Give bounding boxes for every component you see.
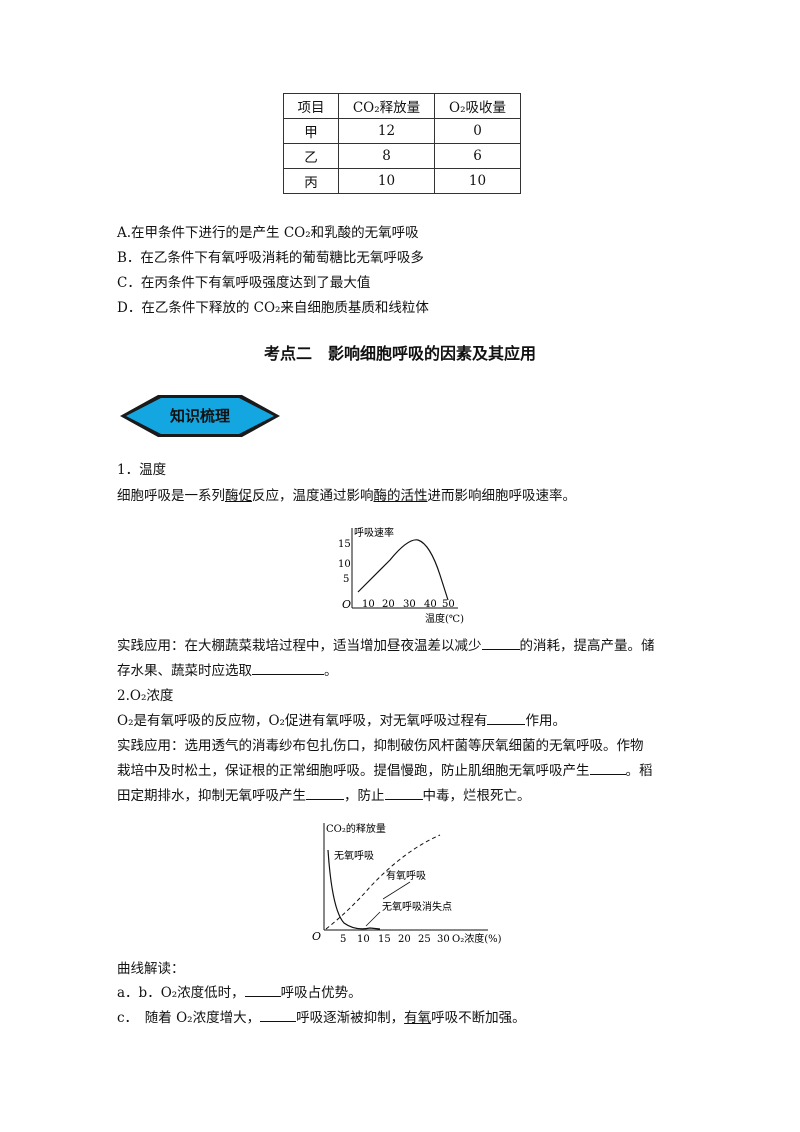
aerobic-curve (325, 834, 441, 930)
table-cell: 乙 (283, 143, 339, 169)
option-a: A.在甲条件下进行的是产生 CO₂和乳酸的无氧呼吸 (117, 225, 419, 241)
curve-label-anaerobic: 无氧呼吸 (334, 849, 374, 862)
o2-heading: 2.O₂浓度 (117, 688, 174, 704)
x-tick-label: 5 (340, 934, 346, 945)
underlined-term: 酶的活性 (373, 488, 428, 504)
answer-blank (384, 787, 423, 800)
x-axis-label: 温度(℃) (425, 612, 464, 625)
table-cell: 丙 (283, 168, 339, 194)
vanish-pointer (365, 911, 381, 927)
curve-label-aerobic: 有氧呼吸 (386, 869, 426, 882)
x-axis-label: O₂浓度(%) (452, 932, 502, 945)
table-row: 甲 12 0 (283, 118, 521, 144)
answer-blank (487, 712, 526, 725)
y-tick-label: 15 (338, 539, 351, 550)
y-tick-label: 5 (343, 574, 349, 585)
o2-paragraph3: 栽培中及时松土，保证根的正常细胞呼吸。提倡慢跑，防止肌细胞无氧呼吸产生。稻 (117, 762, 653, 779)
y-tick-label: 10 (338, 559, 351, 570)
rate-curve (357, 539, 449, 601)
underlined-term: 有氧 (404, 1010, 432, 1026)
x-tick-label: 40 (424, 599, 437, 610)
o2-concentration-chart: CO₂的释放量 无氧呼吸 有氧呼吸 无氧呼吸消失点 O 5 10 15 20 2… (312, 822, 502, 945)
curve-label-vanish-point: 无氧呼吸消失点 (382, 900, 452, 913)
option-b: B．在乙条件下有氧呼吸消耗的葡萄糖比无氧呼吸多 (117, 250, 424, 266)
table-header-cell: CO₂释放量 (338, 93, 435, 119)
table-cell: 10 (434, 168, 521, 194)
aerobic-pointer (382, 881, 411, 900)
table-cell: 甲 (283, 118, 339, 144)
temp-application-line2: 存水果、蔬菜时应选取。 (117, 662, 338, 679)
table-cell: 10 (338, 168, 435, 194)
x-tick-label: 25 (418, 934, 431, 945)
table-row: 丙 10 10 (283, 168, 521, 194)
option-d: D．在乙条件下释放的 CO₂来自细胞质基质和线粒体 (117, 300, 429, 316)
x-tick-label: 10 (357, 934, 370, 945)
temp-application-line1: 实践应用：在大棚蔬菜栽培过程中，适当增加昼夜温差以减少的消耗，提高产量。储 (117, 637, 655, 654)
knowledge-badge: 知识梳理 (120, 395, 280, 437)
answer-blank (260, 1009, 297, 1022)
x-tick-label: 30 (403, 599, 416, 610)
badge-label: 知识梳理 (170, 407, 230, 425)
x-tick-label: 10 (362, 599, 375, 610)
y-axis-label: 呼吸速率 (354, 526, 394, 539)
x-tick-label: 50 (442, 599, 455, 610)
table-header-row: 项目 CO₂释放量 O₂吸收量 (283, 93, 521, 119)
origin-label: O (342, 598, 351, 611)
temp-paragraph: 细胞呼吸是一系列酶促反应，温度通过影响酶的活性进而影响细胞呼吸速率。 (117, 488, 576, 504)
table-cell: 0 (434, 118, 521, 144)
answer-blank (252, 662, 324, 675)
answer-blank (481, 637, 520, 650)
x-tick-label: 20 (382, 599, 395, 610)
table-header-cell: O₂吸收量 (434, 93, 521, 119)
badge-inner-shape (126, 398, 274, 434)
table-cell: 8 (338, 143, 435, 169)
x-tick-label: 15 (378, 934, 391, 945)
table-row: 乙 8 6 (283, 143, 521, 169)
anaerobic-curve (327, 849, 381, 930)
data-table: 项目 CO₂释放量 O₂吸收量 甲 12 0 乙 8 6 丙 10 10 (283, 93, 521, 194)
option-c: C．在丙条件下有氧呼吸强度达到了最大值 (117, 275, 371, 291)
reading-item-a: a．b．O₂浓度低时，呼吸占优势。 (117, 984, 362, 1001)
x-tick-label: 30 (437, 934, 450, 945)
x-tick-label: 20 (398, 934, 411, 945)
table-header-cell: 项目 (283, 93, 339, 119)
o2-paragraph4: 田定期排水，抑制无氧呼吸产生，防止中毒，烂根死亡。 (117, 787, 531, 804)
temperature-chart: 呼吸速率 15 10 5 O 10 20 30 40 50 温度(℃) (338, 526, 464, 625)
underlined-term: 酶促 (225, 488, 252, 504)
table-cell: 6 (434, 143, 521, 169)
temp-heading: 1．温度 (117, 462, 167, 478)
answer-blank (306, 787, 344, 800)
table-cell: 12 (338, 118, 435, 144)
answer-blank (244, 984, 281, 997)
y-axis-label: CO₂的释放量 (326, 822, 386, 835)
origin-label: O (312, 930, 321, 943)
answer-blank (589, 762, 626, 775)
reading-heading: 曲线解读： (117, 961, 185, 977)
reading-item-c: c． 随着 O₂浓度增大，呼吸逐渐被抑制，有氧呼吸不断加强。 (117, 1009, 526, 1026)
o2-paragraph1: O₂是有氧呼吸的反应物，O₂促进有氧呼吸，对无氧呼吸过程有作用。 (117, 712, 566, 729)
o2-paragraph2: 实践应用：选用透气的消毒纱布包扎伤口，抑制破伤风杆菌等厌氧细菌的无氧呼吸。作物 (117, 738, 644, 754)
section-title: 考点二 影响细胞呼吸的因素及其应用 (263, 344, 536, 363)
